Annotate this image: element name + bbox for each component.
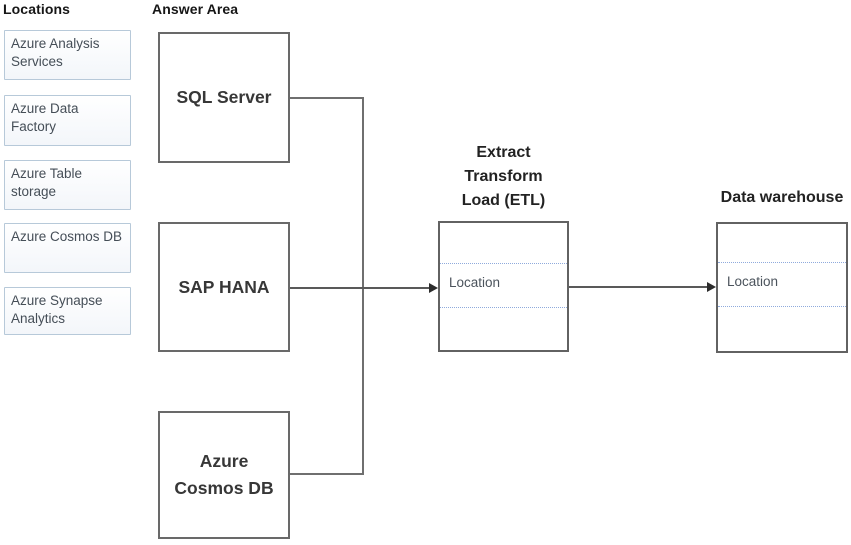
data-warehouse-target-box: Location — [716, 222, 848, 353]
connector-sql-server-horizontal — [290, 97, 364, 99]
arrowhead-into-warehouse-icon — [707, 282, 716, 292]
etl-slot-label: Location — [449, 275, 501, 290]
location-chip-azure-analysis-services[interactable]: Azure Analysis Services — [4, 30, 131, 80]
source-box-sql-server: SQL Server — [158, 32, 290, 163]
connector-trunk-vertical — [362, 97, 364, 475]
data-warehouse-box-top-band — [718, 224, 846, 262]
etl-label-line-2: Transform — [464, 168, 543, 185]
source-box-label: SQL Server — [176, 87, 272, 107]
source-box-azure-cosmos-db: Azure Cosmos DB — [158, 411, 290, 539]
etl-box-label: Extract Transform Load (ETL) — [418, 141, 589, 213]
data-warehouse-box-label: Data warehouse — [720, 189, 844, 206]
source-box-sap-hana: SAP HANA — [158, 222, 290, 352]
connector-etl-to-warehouse — [569, 286, 709, 288]
location-chip-azure-data-factory[interactable]: Azure Data Factory — [4, 95, 131, 146]
connector-sap-hana-to-etl — [290, 287, 431, 289]
etl-label-line-3: Load (ETL) — [461, 192, 546, 209]
source-box-label: SAP HANA — [178, 276, 270, 297]
etl-box-bottom-band — [440, 308, 567, 350]
data-warehouse-box-bottom-band — [718, 307, 846, 351]
source-box-label: Azure Cosmos DB — [174, 450, 274, 498]
location-chip-azure-cosmos-db[interactable]: Azure Cosmos DB — [4, 223, 131, 273]
location-chip-azure-synapse-analytics[interactable]: Azure Synapse Analytics — [4, 287, 131, 335]
location-chip-azure-table-storage[interactable]: Azure Table storage — [4, 160, 131, 210]
etl-box-top-band — [440, 223, 567, 263]
locations-title: Locations — [3, 1, 71, 17]
data-warehouse-slot-label: Location — [727, 274, 779, 289]
answer-area-title: Answer Area — [152, 1, 239, 17]
data-warehouse-location-drop-slot[interactable]: Location — [718, 262, 846, 307]
etl-location-drop-slot[interactable]: Location — [440, 263, 567, 308]
etl-target-box: Location — [438, 221, 569, 352]
arrowhead-into-etl-icon — [429, 283, 438, 293]
etl-label-line-1: Extract — [476, 144, 531, 161]
connector-cosmos-db-horizontal — [290, 473, 364, 475]
